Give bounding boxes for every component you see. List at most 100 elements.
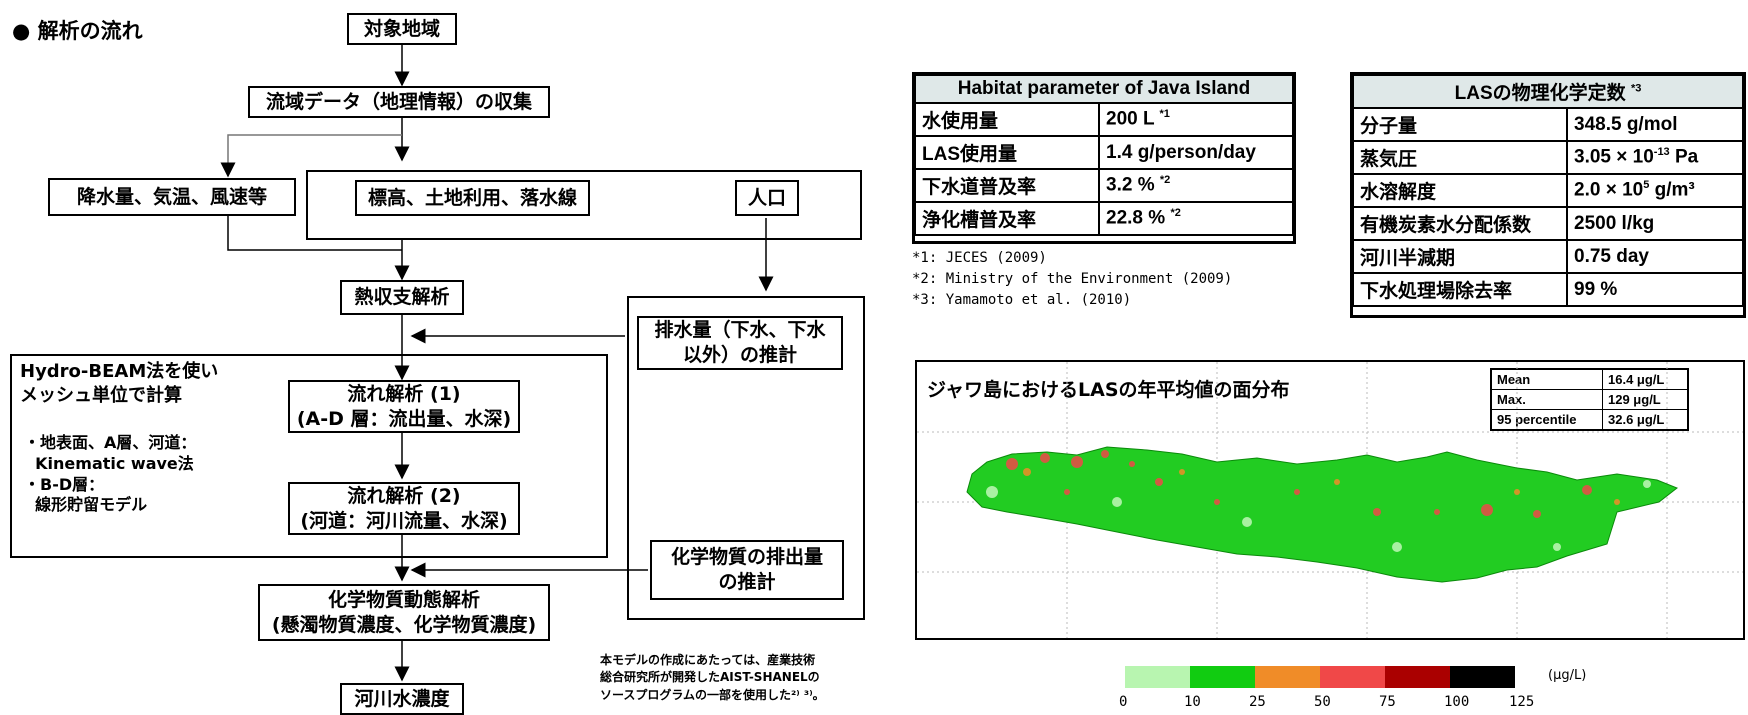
flow-heading: ● 解析の流れ bbox=[12, 19, 143, 43]
las-value-text: 99 % bbox=[1574, 278, 1618, 300]
chem-dynamics-box: 化学物質動態解析 (懸濁物質濃度、化学物質濃度) bbox=[258, 584, 550, 641]
habitat-param-name: 浄化槽普及率 bbox=[914, 201, 1100, 236]
map-stat-name: Mean bbox=[1490, 368, 1603, 390]
credit-note: 本モデルの作成にあたっては、産業技術 総合研究所が開発したAIST-SHANEL… bbox=[600, 653, 825, 702]
las-value-text: 348.5 g/mol bbox=[1574, 113, 1678, 135]
las-value-exponent: 5 bbox=[1643, 179, 1650, 192]
legend-swatch bbox=[1320, 666, 1385, 688]
meteo-label: 降水量、気温、風速等 bbox=[76, 185, 267, 208]
flow-analysis-2-label: 流れ解析 (2) (河道：河川流量、水深) bbox=[300, 484, 508, 532]
las-table-title-text: LASの物理化学定数 bbox=[1454, 83, 1626, 104]
las-param-name: 分子量 bbox=[1352, 107, 1568, 142]
estimation-group-frame bbox=[627, 296, 865, 620]
chem-emission-box: 化学物質の排出量 の推計 bbox=[650, 540, 844, 600]
las-table-frame bbox=[1350, 72, 1746, 318]
las-param-value: 2.0 × 105 g/m³ bbox=[1566, 173, 1744, 208]
target-area-box: 対象地域 bbox=[347, 13, 457, 45]
population-label: 人口 bbox=[747, 186, 786, 209]
drainage-estimate-label: 排水量（下水、下水 以外）の推計 bbox=[654, 319, 826, 366]
meteo-box: 降水量、気温、風速等 bbox=[48, 178, 296, 216]
habitat-value-text: 200 L bbox=[1106, 108, 1155, 130]
las-param-value: 348.5 g/mol bbox=[1566, 107, 1744, 142]
legend-tick-label: 125 bbox=[1509, 694, 1535, 710]
chem-dynamics-label: 化学物質動態解析 (懸濁物質濃度、化学物質濃度) bbox=[271, 588, 537, 636]
collect-box: 流域データ（地理情報）の収集 bbox=[248, 86, 550, 118]
habitat-table-title: Habitat parameter of Java Island bbox=[914, 74, 1294, 104]
las-value-text: 2.0 × 10 bbox=[1574, 179, 1644, 201]
habitat-param-name: LAS使用量 bbox=[914, 135, 1100, 170]
legend-unit: (μg/L) bbox=[1548, 668, 1587, 683]
map-stat-row: Max.129 μg/L bbox=[1490, 389, 1689, 410]
flow-analysis-1-label: 流れ解析 (1) (A-D 層：流出量、水深) bbox=[296, 382, 512, 430]
population-box: 人口 bbox=[735, 180, 799, 216]
habitat-param-name: 下水道普及率 bbox=[914, 168, 1100, 203]
habitat-table-frame bbox=[912, 72, 1296, 244]
habitat-param-value: 22.8 % *2 bbox=[1098, 201, 1294, 236]
collect-label: 流域データ（地理情報）の収集 bbox=[265, 90, 532, 113]
legend-tick-label: 50 bbox=[1314, 694, 1331, 710]
flow-analysis-2-box: 流れ解析 (2) (河道：河川流量、水深) bbox=[288, 482, 520, 535]
las-constants-table: LASの物理化学定数 *3 分子量 348.5 g/mol 蒸気圧 3.05 × 10… bbox=[1352, 74, 1744, 307]
las-row: 有機炭素水分配係数 2500 l/kg bbox=[1352, 206, 1744, 241]
legend-swatch bbox=[1385, 666, 1450, 688]
las-value-exponent: -13 bbox=[1653, 146, 1670, 159]
java-island-map bbox=[917, 362, 1743, 638]
legend-tick-label: 10 bbox=[1184, 694, 1201, 710]
hydro-beam-title: Hydro-BEAM法を使い メッシュ単位で計算 bbox=[20, 361, 219, 407]
heat-balance-label: 熱収支解析 bbox=[354, 286, 450, 309]
las-value-text: 3.05 × 10 bbox=[1574, 146, 1654, 168]
legend-tick-label: 0 bbox=[1119, 694, 1128, 710]
flow-analysis-1-box: 流れ解析 (1) (A-D 層：流出量、水深) bbox=[288, 380, 520, 433]
heat-balance-box: 熱収支解析 bbox=[340, 280, 464, 315]
las-value-text: 2500 l/kg bbox=[1574, 212, 1655, 234]
river-conc-box: 河川水濃度 bbox=[340, 683, 464, 715]
hotspots bbox=[1006, 450, 1592, 518]
legend-tick-label: 25 bbox=[1249, 694, 1266, 710]
legend-swatch bbox=[1255, 666, 1320, 688]
habitat-value-text: 3.2 % bbox=[1106, 174, 1155, 196]
las-value-text: 0.75 day bbox=[1574, 245, 1649, 267]
habitat-param-value: 3.2 % *2 bbox=[1098, 168, 1294, 203]
color-legend-bar bbox=[1125, 666, 1515, 688]
las-param-name: 有機炭素水分配係数 bbox=[1352, 206, 1568, 241]
habitat-value-ref: *2 bbox=[1170, 207, 1181, 220]
las-table-title-ref: *3 bbox=[1630, 82, 1642, 95]
target-area-label: 対象地域 bbox=[363, 17, 440, 40]
hydro-beam-notes: ・地表面、A層、河道： Kinematic wave法 ・B-D層： 線形貯留モ… bbox=[24, 433, 197, 515]
habitat-param-value: 200 L *1 bbox=[1098, 102, 1294, 137]
hydro-beam-frame bbox=[10, 354, 608, 558]
legend-tick-label: 75 bbox=[1379, 694, 1396, 710]
las-param-name: 蒸気圧 bbox=[1352, 140, 1568, 175]
chem-emission-label: 化学物質の排出量 の推計 bbox=[670, 546, 823, 593]
java-island-shape bbox=[966, 446, 1678, 583]
legend-swatch bbox=[1125, 666, 1190, 688]
las-row: 分子量 348.5 g/mol bbox=[1352, 107, 1744, 142]
habitat-value-text: 22.8 % bbox=[1106, 207, 1166, 229]
las-table-title: LASの物理化学定数 *3 bbox=[1352, 74, 1744, 109]
habitat-row: LAS使用量 1.4 g/person/day bbox=[914, 135, 1294, 170]
river-conc-label: 河川水濃度 bbox=[354, 687, 450, 710]
habitat-value-ref: *2 bbox=[1159, 174, 1171, 187]
footnote-1: *1: JECES (2009) bbox=[912, 250, 1047, 266]
map-stat-value: 129 μg/L bbox=[1602, 389, 1689, 410]
habitat-value-text: 1.4 g/person/day bbox=[1106, 141, 1256, 163]
habitat-value-ref: *1 bbox=[1159, 108, 1170, 121]
map-title: ジャワ島におけるLASの年平均値の面分布 bbox=[927, 379, 1290, 401]
legend-swatch bbox=[1450, 666, 1515, 688]
terrain-box: 標高、土地利用、落水線 bbox=[355, 180, 590, 216]
las-param-value: 2500 l/kg bbox=[1566, 206, 1744, 241]
las-row: 蒸気圧 3.05 × 10-13 Pa bbox=[1352, 140, 1744, 175]
habitat-param-name: 水使用量 bbox=[914, 102, 1100, 137]
las-value-unit: Pa bbox=[1669, 146, 1699, 168]
input-group-frame bbox=[306, 170, 862, 240]
las-param-value: 0.75 day bbox=[1566, 239, 1744, 274]
